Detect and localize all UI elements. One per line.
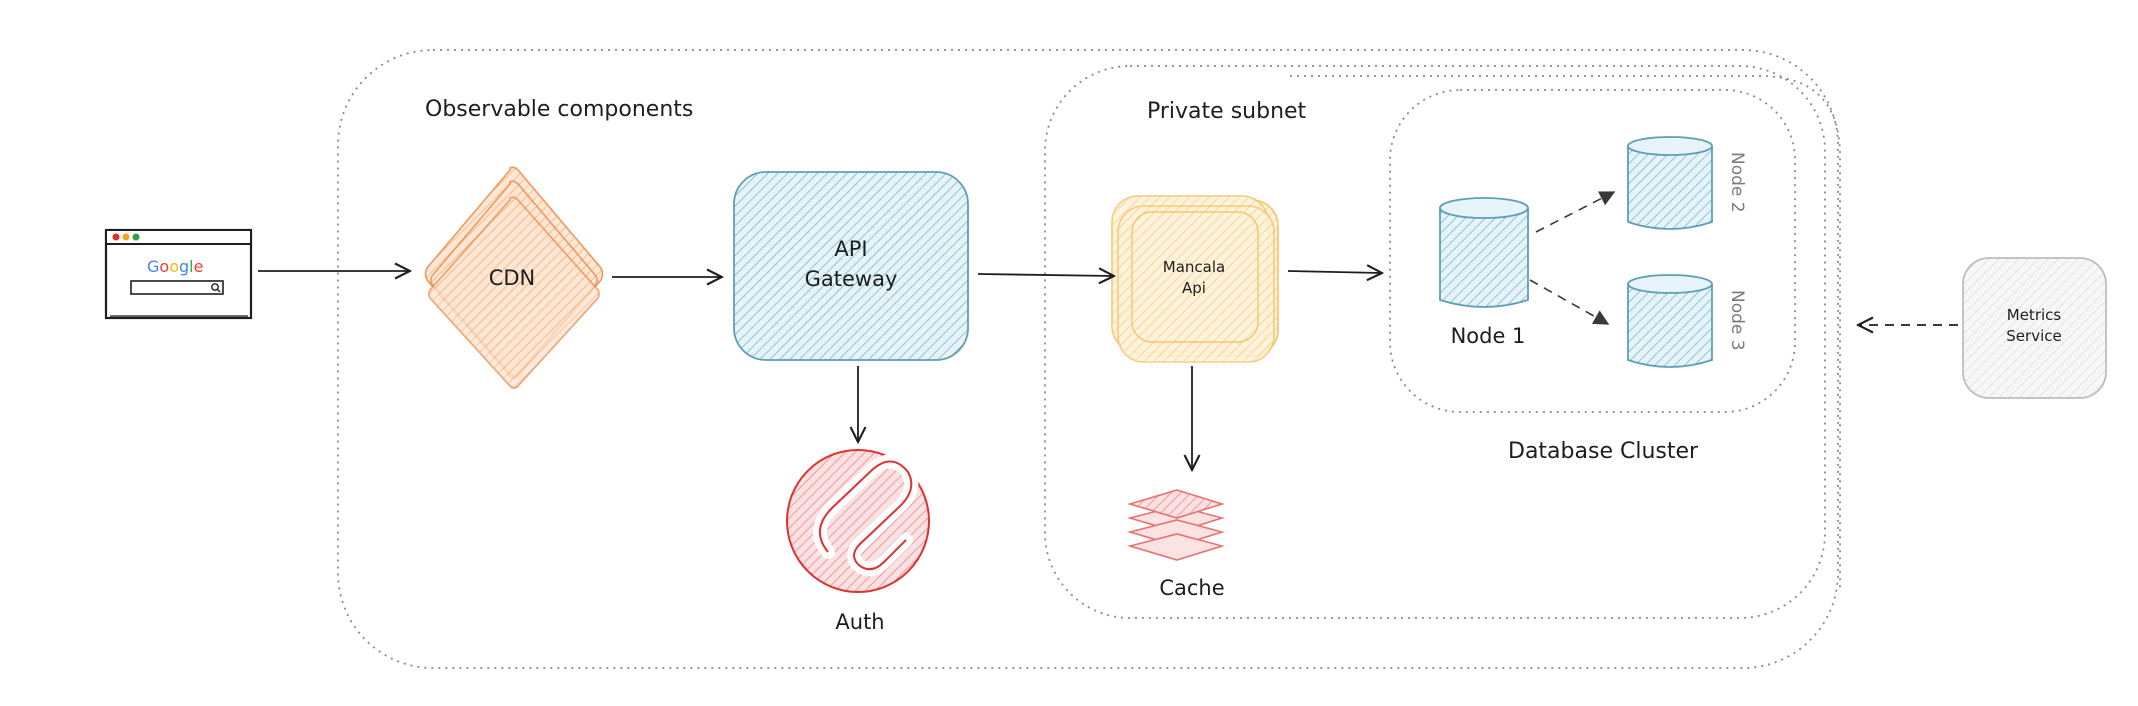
arrow-gateway-to-mancala	[977, 274, 1114, 276]
browser-window-icon: Google	[104, 228, 253, 320]
arrow-node1-to-node2	[1535, 191, 1614, 233]
database-cluster-label: Database Cluster	[1508, 439, 1699, 464]
mancala-api-node: Mancala Api	[1111, 195, 1279, 363]
db-node-2: Node 2	[1627, 136, 1747, 230]
google-logo: Google	[147, 257, 203, 276]
cdn-node: CDN	[424, 166, 604, 389]
arrow-mancala-to-database	[1287, 271, 1382, 273]
metrics-service-label-line1: Metrics	[2007, 306, 2062, 324]
db-node-3: Node 3	[1627, 274, 1747, 368]
private-subnet-group	[1044, 65, 1841, 619]
api-gateway-node: API Gateway	[733, 171, 969, 361]
observable-components-group	[337, 49, 1839, 669]
database-cluster-group	[1389, 89, 1796, 413]
metrics-service-node: Metrics Service	[1962, 257, 2107, 399]
mancala-api-label-line2: Api	[1182, 279, 1206, 297]
search-box	[130, 280, 224, 295]
cdn-label: CDN	[489, 266, 536, 290]
api-gateway-label-line1: API	[834, 237, 867, 261]
node2-label: Node 2	[1727, 152, 1747, 213]
private-subnet-label: Private subnet	[1147, 99, 1307, 124]
cache-node: Cache	[1126, 489, 1225, 600]
observable-components-label: Observable components	[425, 97, 693, 122]
node1-label: Node 1	[1451, 324, 1526, 348]
search-icon	[211, 283, 221, 293]
auth-node: Auth	[786, 449, 930, 634]
mancala-api-label-line1: Mancala	[1163, 258, 1225, 276]
db-node-1: Node 1	[1439, 197, 1529, 348]
node3-label: Node 3	[1727, 290, 1747, 351]
metrics-service-label-line2: Service	[2006, 327, 2061, 345]
cache-label: Cache	[1159, 576, 1224, 600]
api-gateway-label-line2: Gateway	[805, 267, 898, 291]
arrow-node1-to-node3	[1529, 279, 1608, 324]
auth-label: Auth	[835, 610, 884, 634]
